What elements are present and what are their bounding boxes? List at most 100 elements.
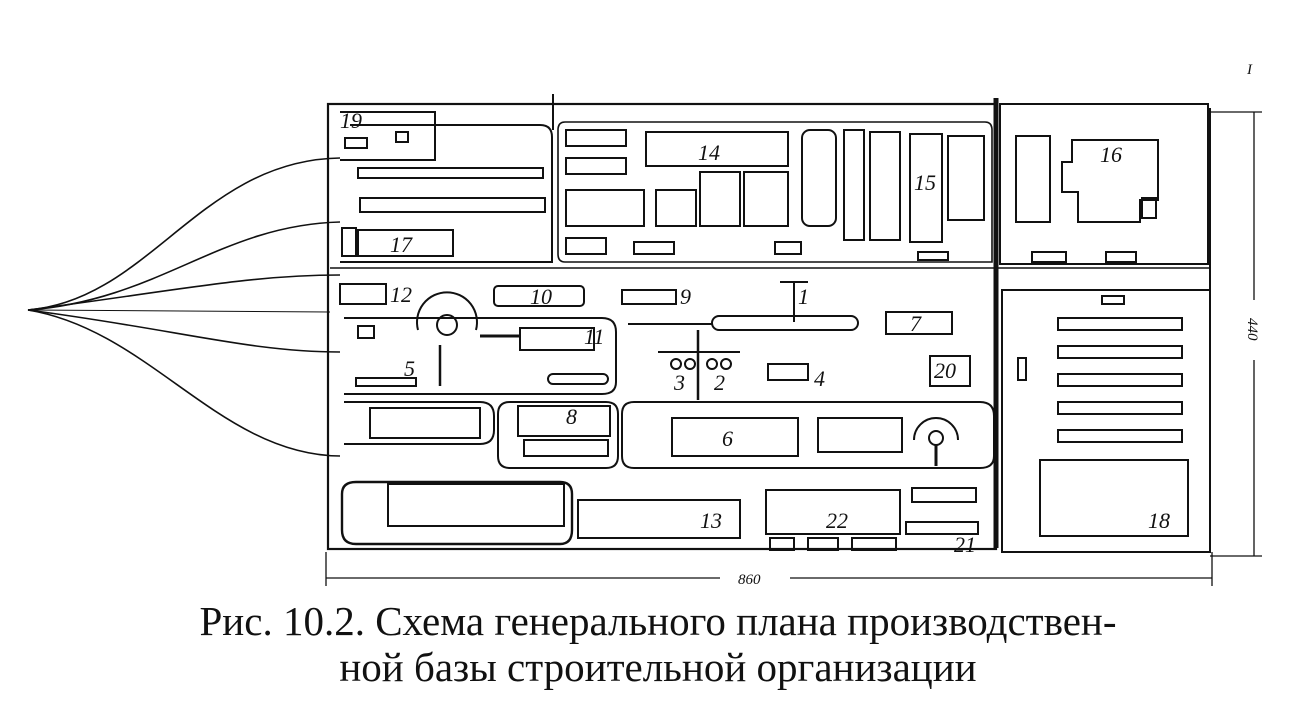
building-5-block [355,377,417,387]
turntable-east [913,417,959,441]
building-12-annex [357,325,375,339]
warehouse-row-1 [1057,317,1183,331]
turntable-west [416,291,478,331]
warehouse-row-5 [1057,429,1183,443]
storage-strip [547,373,609,385]
site-plan-diagram: 19 17 14 15 16 12 10 9 1 7 11 5 3 2 4 20… [27,62,1262,588]
label-3: 3 [673,370,685,395]
warehouse-row-2 [1057,345,1183,359]
yard-strip-2 [359,197,546,213]
caption-line-1: Рис. 10.2. Схема генерального плана прои… [199,598,1117,644]
plant-2-unit-a [706,358,718,370]
warehouse-gate [1101,295,1125,305]
north-storage-4 [743,171,789,227]
inner-loop-road-west [344,317,617,395]
building-15-wing [947,135,985,221]
north-storage-2 [655,189,697,227]
label-17: 17 [390,232,413,257]
lower-loop-road-east [621,401,995,469]
label-13: 13 [700,508,722,533]
building-19 [340,111,436,161]
north-storage-1 [565,189,645,227]
label-19: 19 [340,108,362,133]
north-block-b [565,157,627,175]
building-22-unit-b [807,537,839,551]
label-6: 6 [722,426,733,451]
building-6 [671,417,799,457]
building-14 [645,131,789,167]
building-8-rack [523,439,609,457]
building-9 [621,289,677,305]
rack-lower-west [369,407,481,439]
label-7: 7 [910,311,922,336]
building-21 [905,521,979,535]
warehouse-yard-boundary [1001,289,1211,553]
warehouse-row-4 [1057,401,1183,415]
label-8: 8 [566,404,577,429]
north-block-f [917,251,949,261]
crane-track-3 [869,131,901,241]
label-1: 1 [798,284,809,309]
east-block-a [1031,251,1067,263]
building-19-box [395,131,409,143]
label-9: 9 [680,284,691,309]
position-labels: 19 17 14 15 16 12 10 9 1 7 11 5 3 2 4 20… [340,108,1170,557]
north-loop-road [557,121,993,263]
label-21: 21 [954,532,976,557]
building-19-annex [344,137,368,149]
lower-loop-road-middle [497,401,619,469]
label-4: 4 [814,366,825,391]
dimension-width: 860 [738,572,761,588]
yard-strip-1 [357,167,544,179]
rail-siding [711,315,859,331]
building-16-stack [1015,135,1051,223]
label-12: 12 [390,282,412,307]
label-18: 18 [1148,508,1170,533]
southwest-loop-road [340,480,574,546]
plant-3-unit-b [684,358,696,370]
building-22 [765,489,901,535]
label-16: 16 [1100,142,1122,167]
building-22-unit-c [851,537,897,551]
warehouse-marker [1017,357,1027,381]
building-16-annex [1141,197,1157,219]
building-16 [1061,139,1159,223]
building-21-block [911,487,977,503]
building-10 [493,285,585,307]
turntable-west-hub [436,314,458,336]
label-11: 11 [584,324,604,349]
lower-loop-road-west [344,401,495,445]
dimension-height: 440 [1244,318,1260,341]
label-22: 22 [826,508,848,533]
northwest-loop-road [340,124,553,263]
crane-track-1 [801,129,837,227]
building-8 [517,405,611,437]
building-17 [357,229,454,257]
building-11 [519,327,595,351]
north-block-a [565,129,627,147]
north-block-c [565,237,607,255]
east-site-boundary [999,103,1209,265]
building-20 [929,355,971,387]
storage-racks-south [387,483,565,527]
crane-track-2 [843,129,865,241]
east-block-b [1105,251,1137,263]
building-6-rack [817,417,903,453]
building-4 [767,363,809,381]
building-7 [885,311,953,335]
north-block-e [774,241,802,255]
building-12 [339,283,387,305]
north-storage-3 [699,171,741,227]
building-18 [1039,459,1189,537]
corner-mark: I [1246,62,1253,78]
label-20: 20 [934,358,956,383]
caption-line-2: ной базы строительной организации [339,644,977,690]
north-block-d [633,241,675,255]
plant-2-unit-b [720,358,732,370]
label-15: 15 [914,170,936,195]
label-10: 10 [530,284,552,309]
turntable-east-hub [928,430,944,446]
label-5: 5 [404,356,415,381]
incoming-utility-lines [27,157,341,457]
building-15 [909,133,943,243]
